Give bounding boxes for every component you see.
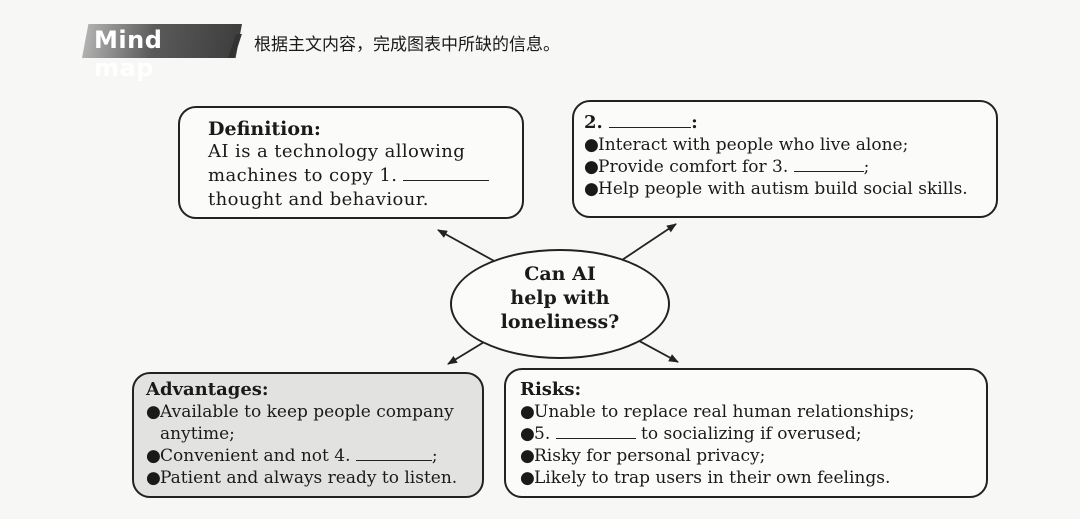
list-item: ●Available to keep people company [146, 401, 474, 423]
list-item: ●Patient and always ready to listen. [146, 467, 474, 489]
functions-box: 2. : ●Interact with people who live alon… [572, 100, 998, 218]
arrow-to-functions [621, 223, 677, 261]
functions-title-colon: : [691, 112, 698, 133]
list-item-text: Risky for personal privacy; [534, 446, 766, 466]
center-line: Can AI [524, 263, 596, 285]
blank-2[interactable] [609, 113, 692, 128]
bullet-icon: ● [584, 179, 599, 199]
bullet-icon: ● [584, 135, 599, 155]
bullet-icon: ● [146, 446, 161, 466]
list-item: ●Help people with autism build social sk… [584, 178, 986, 200]
definition-line: AI is a technology allowing [208, 141, 466, 162]
bullet-icon: ● [520, 424, 535, 444]
list-item: ●Provide comfort for 3. ; [584, 156, 986, 178]
arrow-to-definition [437, 229, 497, 263]
definition-line: thought and behaviour. [208, 189, 429, 210]
list-item-text: anytime; [160, 424, 235, 444]
center-line: help with [510, 287, 610, 309]
list-item: ●Convenient and not 4. ; [146, 445, 474, 467]
definition-title: Definition: [208, 118, 321, 140]
list-item-suffix: ; [431, 446, 438, 466]
list-item-text: Unable to replace real human relationshi… [534, 402, 915, 422]
blank-4[interactable] [355, 446, 432, 461]
functions-title: 2. : [584, 112, 986, 134]
list-item-text: Provide comfort for 3. [598, 157, 789, 177]
list-item-text: Interact with people who live alone; [598, 135, 909, 155]
risks-box: Risks: ●Unable to replace real human rel… [504, 368, 988, 498]
blank-1[interactable] [403, 166, 490, 181]
list-item-text: to socializing if overused; [641, 424, 862, 444]
list-item: ●Likely to trap users in their own feeli… [520, 467, 976, 489]
bullet-icon: ● [520, 402, 535, 422]
definition-box: Definition: AI is a technology allowing … [178, 106, 524, 219]
list-item: ●Interact with people who live alone; [584, 134, 986, 156]
blank-3[interactable] [793, 157, 864, 172]
advantages-title: Advantages: [146, 379, 269, 400]
list-item-text: Available to keep people company [160, 402, 454, 422]
bullet-icon: ● [520, 468, 535, 488]
definition-line: machines to copy 1. [208, 164, 502, 188]
mind-map-banner-label: Mind map [94, 26, 163, 82]
instruction-text: 根据主文内容，完成图表中所缺的信息。 [254, 35, 560, 55]
definition-line-text: machines to copy 1. [208, 165, 398, 186]
center-line: loneliness? [500, 311, 620, 333]
center-topic-ellipse [450, 249, 670, 359]
list-item: ●Risky for personal privacy; [520, 445, 976, 467]
mind-map-banner [82, 24, 242, 58]
bullet-icon: ● [520, 446, 535, 466]
list-item-text: Help people with autism build social ski… [598, 179, 968, 199]
functions-title-number: 2. [584, 112, 603, 133]
list-item-continuation: anytime; [146, 423, 474, 445]
bullet-icon: ● [146, 468, 161, 488]
list-item: ●5. to socializing if overused; [520, 423, 976, 445]
list-item-text: 5. [534, 424, 551, 444]
list-item-text: Patient and always ready to listen. [160, 468, 458, 488]
blank-5[interactable] [555, 424, 636, 439]
list-item-suffix: ; [863, 157, 870, 177]
list-item-text: Likely to trap users in their own feelin… [534, 468, 891, 488]
center-topic-text: Can AI help with loneliness? [450, 262, 670, 334]
bullet-icon: ● [584, 157, 599, 177]
risks-title: Risks: [520, 379, 582, 400]
list-item: ●Unable to replace real human relationsh… [520, 401, 976, 423]
list-item-text: Convenient and not 4. [160, 446, 351, 466]
advantages-box: Advantages: ●Available to keep people co… [132, 372, 484, 498]
bullet-icon: ● [146, 402, 161, 422]
